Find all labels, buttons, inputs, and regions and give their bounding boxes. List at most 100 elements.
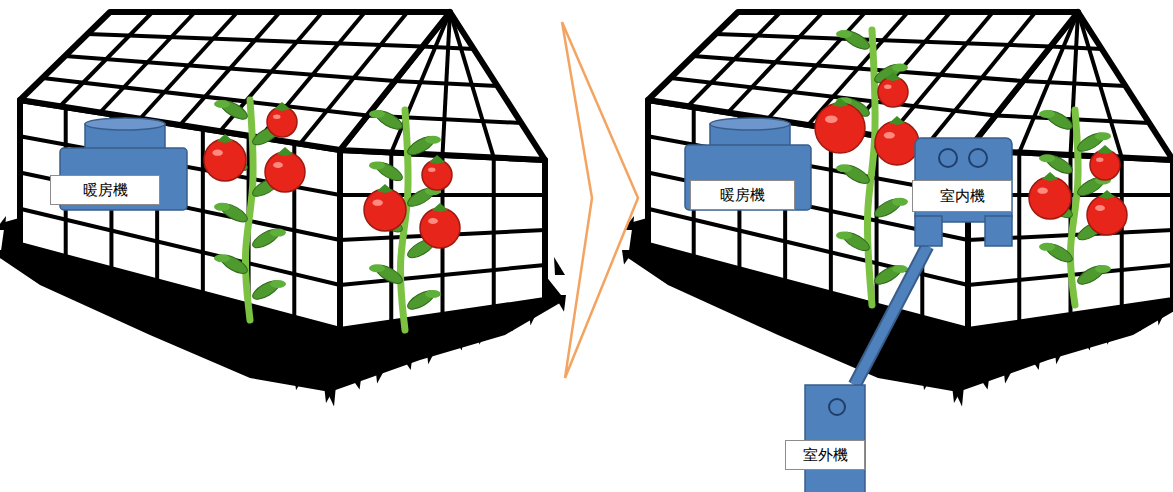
heater-body xyxy=(685,145,811,210)
tomato-calyx xyxy=(217,134,233,143)
grass-blade xyxy=(1105,325,1117,345)
grass-blade xyxy=(554,257,565,275)
frame-bar xyxy=(65,56,395,81)
grass-blade xyxy=(953,345,964,365)
tomato-calyx xyxy=(432,203,448,212)
frame-bar xyxy=(88,34,423,47)
tomato-leaf xyxy=(425,136,441,144)
heater-unit: 暖房機 xyxy=(683,118,813,213)
tomato-shine xyxy=(372,200,383,206)
grass-blade xyxy=(264,360,276,381)
grass-blade xyxy=(264,315,275,340)
tomato-fruit xyxy=(1090,150,1120,180)
indoor-unit-foot xyxy=(915,216,942,246)
tomato-fruit xyxy=(875,121,919,165)
grass-blade xyxy=(144,311,156,331)
tomato-leaf xyxy=(892,64,908,72)
tomato-leaf xyxy=(270,229,286,237)
machine-name: 室外機 xyxy=(803,447,848,464)
tomato-shine xyxy=(273,162,283,168)
tomato-leaf xyxy=(836,30,852,38)
outdoor-unit-fan xyxy=(829,399,845,415)
frame-bar xyxy=(395,81,498,86)
grass-blade xyxy=(324,339,335,365)
grass-blade xyxy=(978,375,990,389)
tomato-calyx xyxy=(277,147,293,156)
indoor-unit: 室内機 xyxy=(912,138,1015,246)
frame-bar xyxy=(20,209,340,285)
machine-shape xyxy=(785,385,867,492)
tomato-shine xyxy=(273,115,281,120)
machine-name: 室内機 xyxy=(940,188,985,205)
tomato-shine xyxy=(1037,188,1048,194)
tomato-calyx xyxy=(889,116,905,125)
grass-blade xyxy=(295,334,306,353)
tomato-leaf xyxy=(270,280,286,288)
tomato-fruit xyxy=(815,103,865,153)
pipe-outline xyxy=(855,246,928,385)
name-plate: 室外機 xyxy=(785,440,865,470)
grass-blade xyxy=(528,305,540,325)
tomato-calyx xyxy=(1099,190,1115,199)
tomato-calyx xyxy=(377,184,393,193)
grass-blade xyxy=(350,341,361,355)
tomato-leaf xyxy=(425,290,441,298)
heater-chimney-top xyxy=(85,118,165,130)
grass-blade xyxy=(452,335,464,351)
tomato-leaf xyxy=(214,254,230,262)
transition-arrow xyxy=(562,22,638,378)
tomato-fruit xyxy=(422,160,452,190)
indoor-unit-vent xyxy=(969,149,987,167)
grass-blade xyxy=(235,310,246,328)
frame-bar xyxy=(693,56,1023,81)
tomato-calyx xyxy=(1097,145,1113,154)
grass-blade xyxy=(952,385,964,407)
tomato-plant xyxy=(815,27,919,305)
grass-blade xyxy=(1131,315,1143,331)
refrigerant-pipe xyxy=(855,246,928,385)
grass-blade xyxy=(503,315,515,331)
grass-blade xyxy=(114,299,126,315)
tomato-shine xyxy=(884,132,895,139)
tomato-shine xyxy=(1096,158,1104,163)
tomato-leaf xyxy=(214,203,230,211)
grass-blade xyxy=(892,360,904,381)
machine-name: 暖房機 xyxy=(83,182,128,199)
grass-blade xyxy=(1029,355,1041,370)
grass-blade xyxy=(712,287,724,306)
tomato-leaf xyxy=(1039,243,1055,251)
tomato-calyx xyxy=(1042,172,1058,181)
tomato-fruit xyxy=(267,107,297,137)
grass-blade xyxy=(682,275,694,290)
tomato-stem xyxy=(1070,110,1078,305)
frame-bar xyxy=(43,78,368,116)
name-plate: 室内機 xyxy=(912,180,1012,212)
tomato-shine xyxy=(884,85,892,90)
frame-bar xyxy=(423,47,474,50)
grass-blade xyxy=(1003,365,1015,384)
grass-blade xyxy=(772,311,784,331)
tomato-leaf xyxy=(1095,132,1111,140)
tomato-plant xyxy=(364,107,460,330)
tomato-leaf xyxy=(892,265,908,273)
tomato-leaf xyxy=(836,231,852,239)
grass-blade xyxy=(0,250,6,264)
grass-blade xyxy=(325,345,336,365)
tomato-shine xyxy=(428,218,438,224)
tomato-fruit xyxy=(1087,195,1127,235)
grass-blade xyxy=(294,373,306,390)
grass-blade xyxy=(324,385,336,407)
grass-blade xyxy=(477,325,489,345)
tomato-leaf xyxy=(1095,265,1111,273)
tomato-shine xyxy=(825,116,838,124)
tomato-leaf xyxy=(836,164,852,172)
indoor-unit-vent xyxy=(939,149,957,167)
grass-blade xyxy=(554,295,566,312)
grass-blade xyxy=(652,262,664,281)
grass-blade xyxy=(742,299,754,315)
frame-bar xyxy=(1023,81,1126,86)
outdoor-unit: 室外機 xyxy=(785,385,867,492)
tomato-plant xyxy=(1029,107,1127,305)
grass-blade xyxy=(952,339,963,365)
frame-bar xyxy=(716,34,1051,47)
